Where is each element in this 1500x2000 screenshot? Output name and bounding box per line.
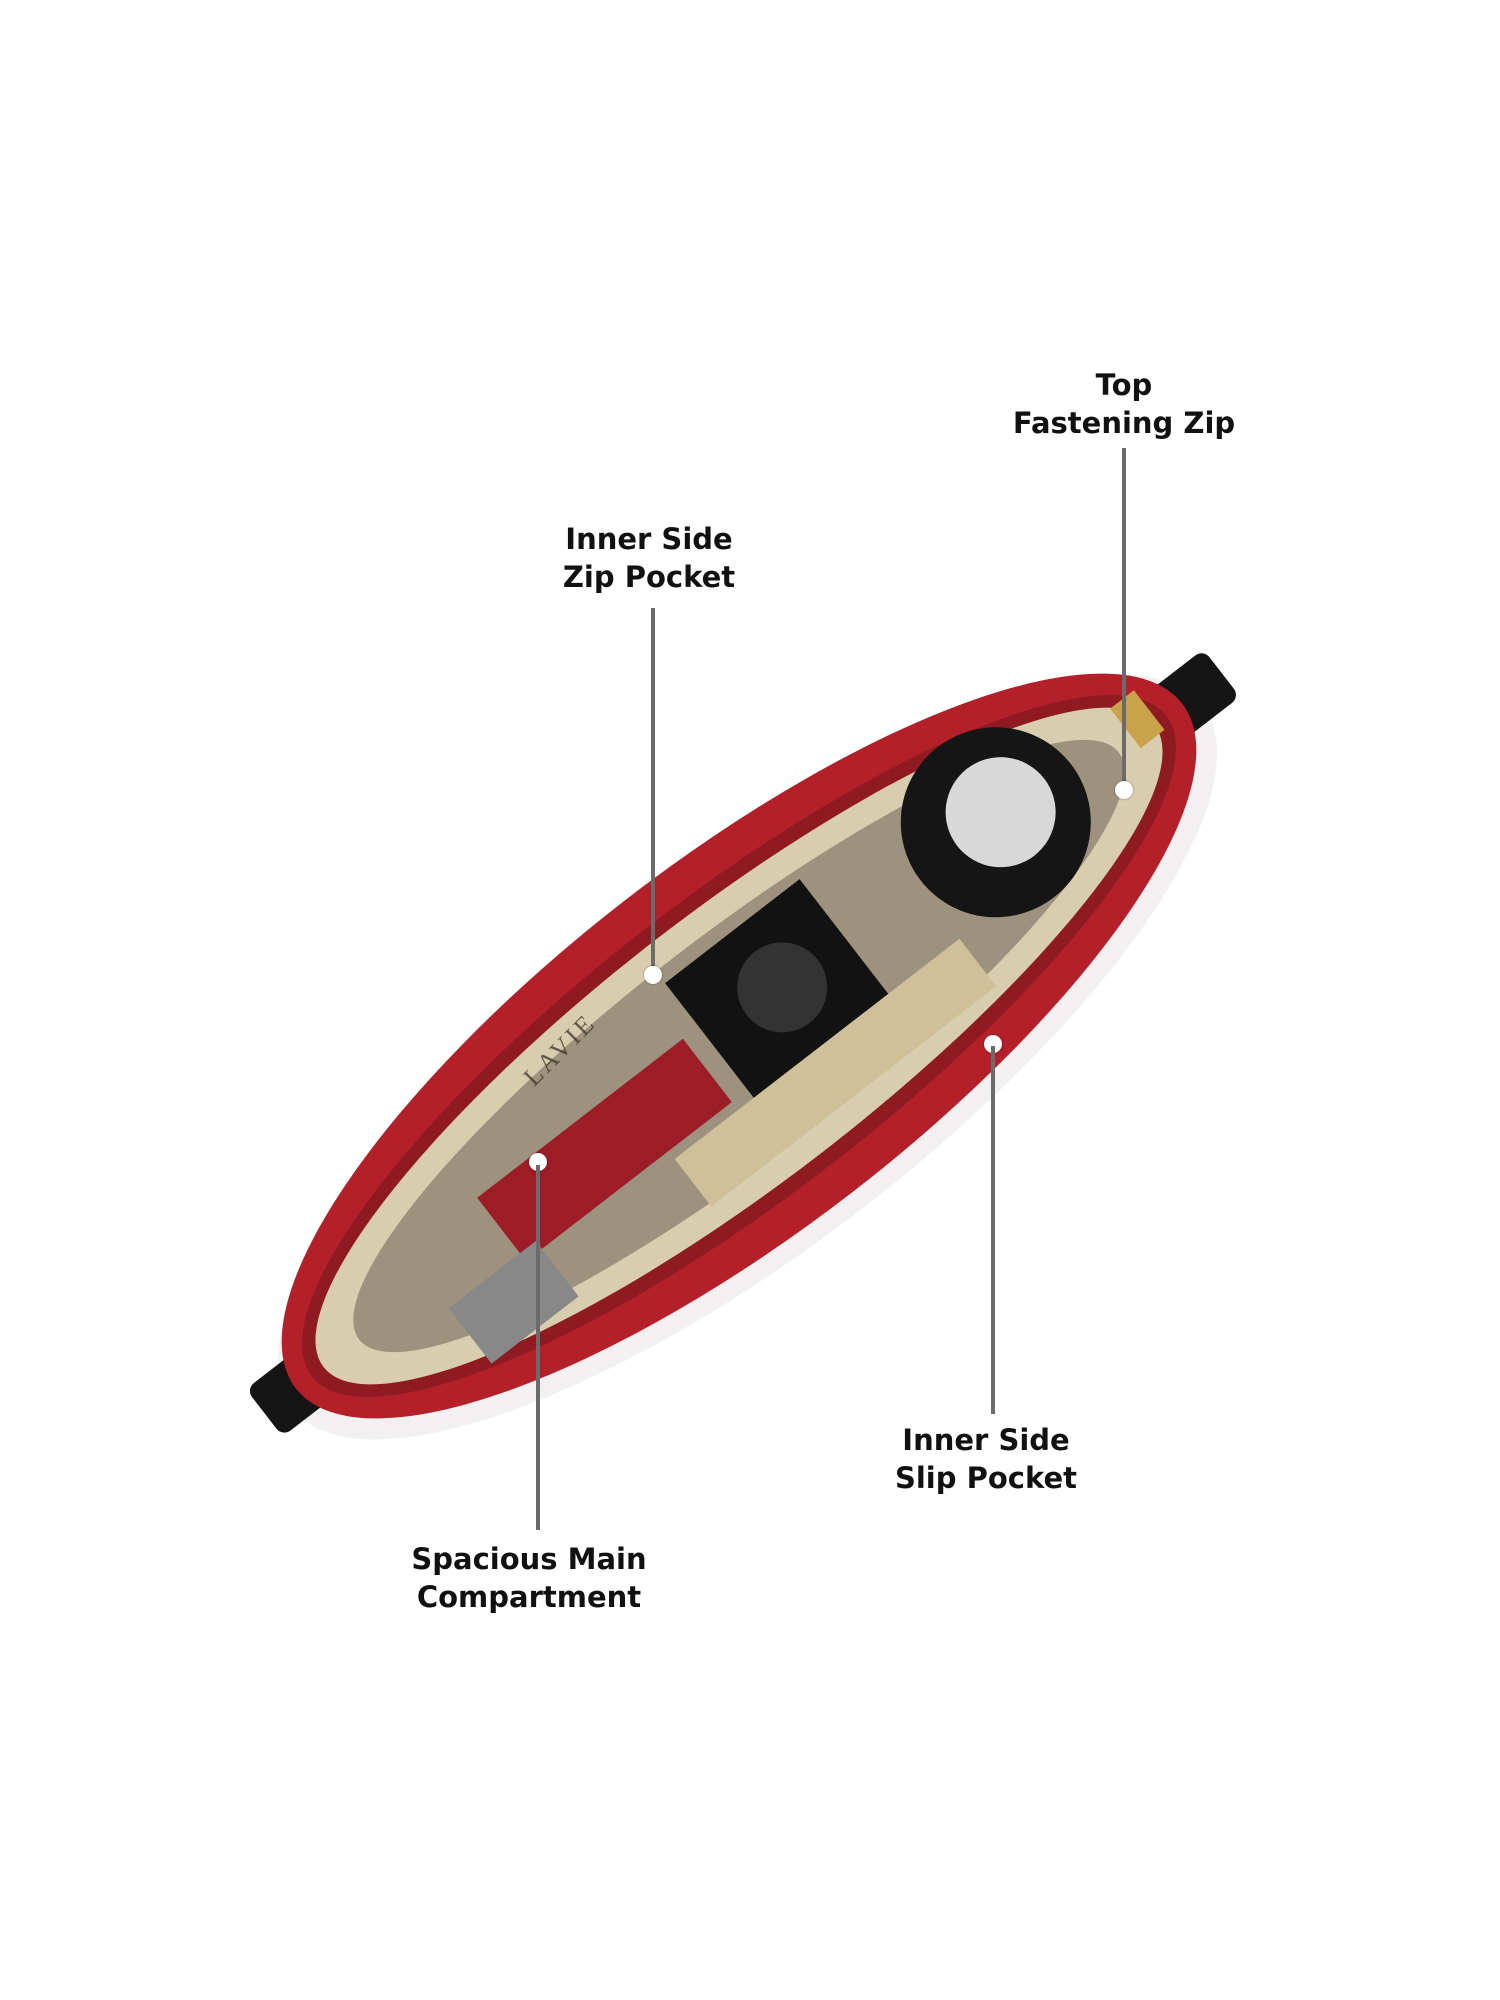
callout-inner-zip-pocket-label: Inner Side Zip Pocket	[563, 520, 735, 596]
callout-top-zip-label: Top Fastening Zip	[1013, 366, 1235, 442]
callout-slip-pocket-dot	[984, 1035, 1002, 1053]
callout-top-zip-dot	[1115, 781, 1133, 799]
callout-line: Top	[1095, 368, 1153, 402]
callout-line: Spacious Main	[411, 1542, 647, 1576]
callout-line: Zip Pocket	[562, 560, 736, 594]
callout-line: Inner Side	[565, 522, 733, 556]
callout-inner-zip-pocket-dot	[644, 966, 662, 984]
callout-slip-pocket-leader	[991, 1046, 995, 1414]
callout-line: Inner Side	[902, 1423, 1070, 1457]
bottle-cap	[945, 757, 1056, 868]
callout-inner-zip-pocket-leader	[651, 608, 655, 973]
callout-main-compartment-leader	[536, 1165, 540, 1530]
notebook-item	[674, 938, 997, 1207]
callout-main-compartment-dot	[529, 1153, 547, 1171]
callout-line: Compartment	[416, 1580, 642, 1614]
callout-slip-pocket-label: Inner Side Slip Pocket	[895, 1421, 1077, 1497]
card-item	[448, 1240, 579, 1364]
callout-top-zip-leader	[1122, 448, 1126, 788]
callout-line: Fastening Zip	[1012, 406, 1236, 440]
compact-lid	[737, 942, 828, 1033]
callout-main-compartment-label: Spacious Main Compartment	[411, 1540, 646, 1616]
lipstick-item	[477, 1038, 732, 1262]
callout-line: Slip Pocket	[894, 1461, 1078, 1495]
